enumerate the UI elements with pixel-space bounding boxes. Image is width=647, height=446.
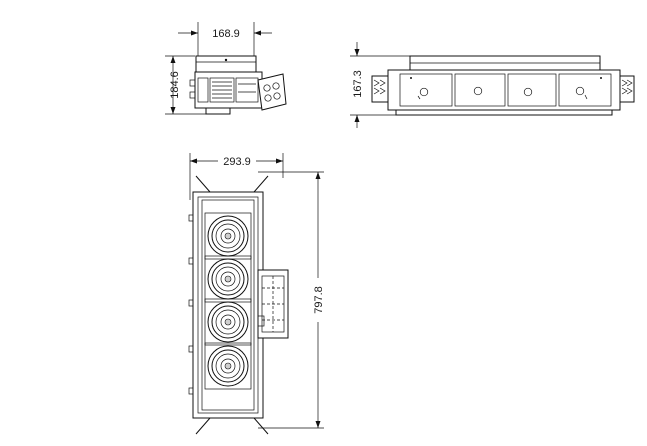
downlight-head-4 [204, 342, 252, 390]
side-modules [399, 73, 612, 107]
dim-front-height: 184.6 [165, 55, 206, 115]
top-junction-box [257, 269, 289, 339]
downlight-heads [204, 212, 252, 390]
dim-side-height: 167.3 [350, 42, 410, 128]
dim-top-width-label: 293.9 [223, 156, 251, 168]
dim-front-width-label: 168.9 [212, 28, 240, 40]
dim-side-height-label: 167.3 [352, 70, 364, 98]
dim-top-width: 293.9 [189, 153, 284, 200]
side-terminal-left [371, 75, 389, 103]
dim-top-length-label: 797.8 [313, 286, 325, 314]
downlight-head-3 [204, 298, 252, 346]
dim-front-height-label: 184.6 [169, 71, 181, 99]
top-view: 293.9 797.8 [188, 153, 325, 435]
junction-box [257, 73, 287, 111]
dim-top-length: 797.8 [258, 171, 325, 429]
dim-front-width: 168.9 [178, 22, 272, 56]
front-view: 168.9 [165, 22, 287, 115]
side-terminal-right [619, 75, 635, 103]
downlight-head-1 [204, 212, 252, 260]
side-view: 167.3 [350, 42, 635, 128]
